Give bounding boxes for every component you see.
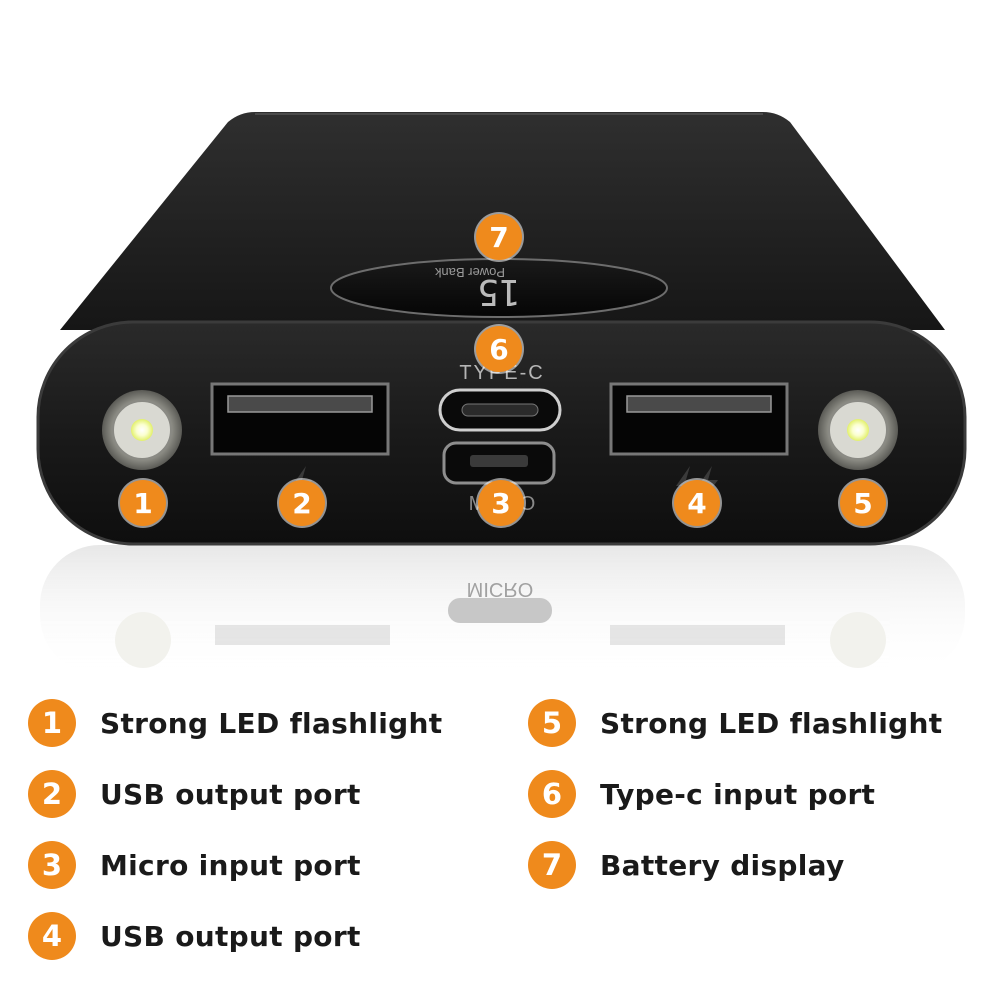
usb-output-port-left <box>210 382 390 456</box>
power-bank-front <box>38 322 965 544</box>
callout-badge-4: 4 <box>674 480 720 526</box>
legend-label: Battery display <box>600 848 845 882</box>
floor-reflection: MICRO <box>40 545 965 675</box>
legend-badge: 6 <box>528 770 576 818</box>
callout-badge-6: 6 <box>476 326 522 372</box>
legend-badge: 1 <box>28 699 76 747</box>
legend-item-1: 1 Strong LED flashlight <box>28 697 442 749</box>
legend-item-5: 5 Strong LED flashlight <box>528 697 942 749</box>
legend-badge: 4 <box>28 912 76 960</box>
callout-badge-7: 7 <box>476 214 522 260</box>
legend-label: Strong LED flashlight <box>600 706 943 740</box>
battery-display: 15 Power Bank <box>330 258 668 318</box>
reflection-micro-label: MICRO <box>467 578 534 600</box>
legend-item-2: 2 USB output port <box>28 768 361 820</box>
legend-label: Strong LED flashlight <box>100 706 443 740</box>
legend-label: Type-c input port <box>600 777 876 811</box>
legend-item-7: 7 Battery display <box>528 839 845 891</box>
legend-badge: 2 <box>28 770 76 818</box>
callout-badge-3: 3 <box>478 480 524 526</box>
led-flashlight-right <box>818 390 898 470</box>
callout-badge-1: 1 <box>120 480 166 526</box>
legend-label: USB output port <box>100 777 361 811</box>
callout-badge-5: 5 <box>840 480 886 526</box>
legend-badge: 5 <box>528 699 576 747</box>
legend-badge: 7 <box>528 841 576 889</box>
usb-output-port-right <box>609 382 789 456</box>
legend-item-6: 6 Type-c input port <box>528 768 875 820</box>
power-bank-illustration: MICRO 15 Power Bank TYPE-C <box>36 112 967 675</box>
legend-badge: 3 <box>28 841 76 889</box>
callout-badge-2: 2 <box>279 480 325 526</box>
type-c-input-port: TYPE-C <box>438 362 562 432</box>
led-flashlight-left <box>102 390 182 470</box>
legend-label: Micro input port <box>100 848 361 882</box>
legend-item-3: 3 Micro input port <box>28 839 361 891</box>
legend-item-4: 4 USB output port <box>28 910 361 962</box>
display-readout: 15 <box>477 271 520 312</box>
typec-label: TYPE-C <box>459 362 544 384</box>
legend-label: USB output port <box>100 919 361 953</box>
display-label: Power Bank <box>434 265 505 280</box>
